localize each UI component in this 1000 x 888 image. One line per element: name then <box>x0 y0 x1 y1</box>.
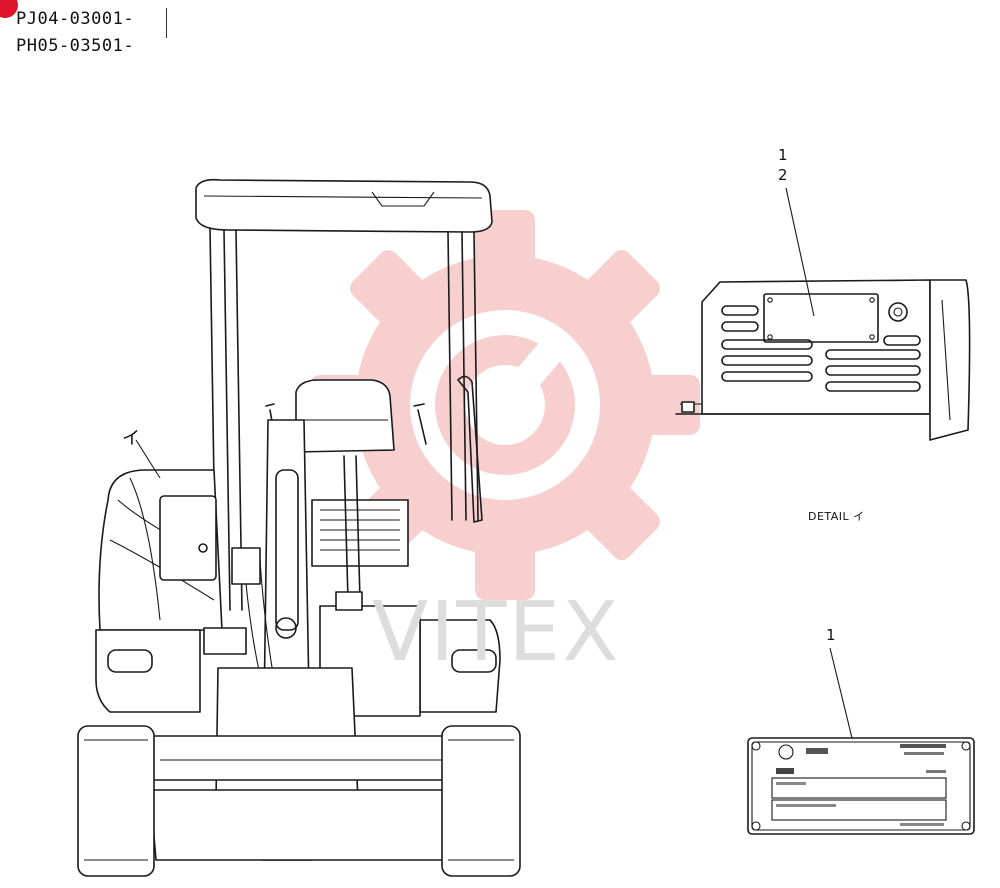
serial-range-2: PH05-03501- <box>16 36 135 56</box>
detail-label: DETAIL イ <box>808 510 865 523</box>
serial-divider <box>166 8 167 38</box>
callout-part-1-top: 1 <box>778 146 788 164</box>
callout-leader-machine <box>135 439 161 479</box>
name-plate <box>747 647 975 835</box>
serial-range-1: PJ04-03001- <box>16 9 135 29</box>
callout-part-1-plate: 1 <box>826 626 836 644</box>
detail-side-cover <box>675 187 971 441</box>
corner-mark <box>0 0 18 18</box>
callout-detail-ref: イ <box>122 428 140 449</box>
callout-part-2-top: 2 <box>778 166 788 184</box>
excavator-rear-view <box>77 178 521 877</box>
watermark-text: VITEX <box>372 585 621 680</box>
